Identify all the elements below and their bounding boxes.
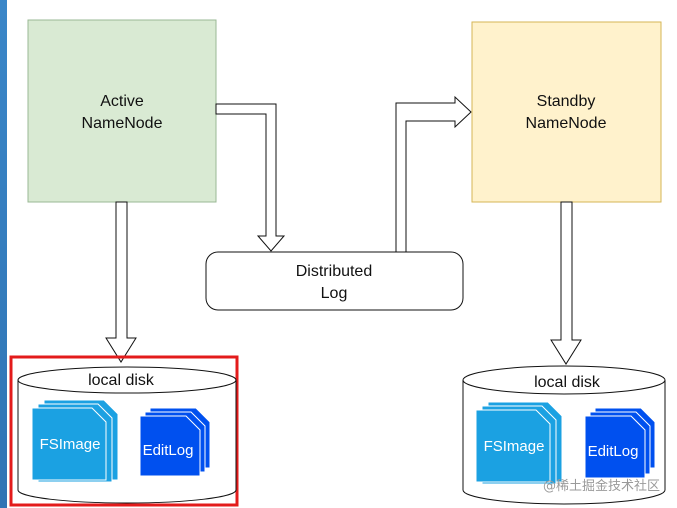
highlight-frame [9,355,239,507]
right-disk-label: local disk [534,374,601,391]
distributed-log-label-2: Log [321,285,348,302]
watermark-text: @稀土掘金技术社区 [543,478,660,494]
arrow-log-to-standby [395,95,472,253]
right-fsimage-doc: FSImage [475,401,563,485]
window-edge-strip [0,0,7,508]
standby-namenode-label-2: NameNode [526,115,607,132]
left-disk-label: local disk [88,372,155,389]
left-editlog-doc: EditLog [139,407,211,477]
arrow-active-to-disk [105,201,137,363]
arrow-standby-to-disk [550,201,582,365]
right-editlog-doc: EditLog [584,407,656,479]
distributed-log: Distributed Log [205,251,464,311]
right-editlog-label: EditLog [588,443,639,460]
active-namenode-label-1: Active [100,93,144,110]
left-local-disk: local disk FSImage EditLog [9,355,239,507]
distributed-log-label-1: Distributed [296,263,372,280]
standby-namenode: Standby NameNode [471,21,662,203]
active-namenode-label-2: NameNode [82,115,163,132]
arrow-active-to-log [215,103,286,252]
right-local-disk: local disk FSImage EditLog [462,365,666,505]
left-fsimage-doc: FSImage [31,399,119,483]
left-fsimage-label: FSImage [40,436,101,453]
right-fsimage-label: FSImage [484,438,545,455]
active-namenode: Active NameNode [27,19,217,203]
standby-namenode-label-1: Standby [537,93,596,110]
left-editlog-label: EditLog [143,442,194,459]
